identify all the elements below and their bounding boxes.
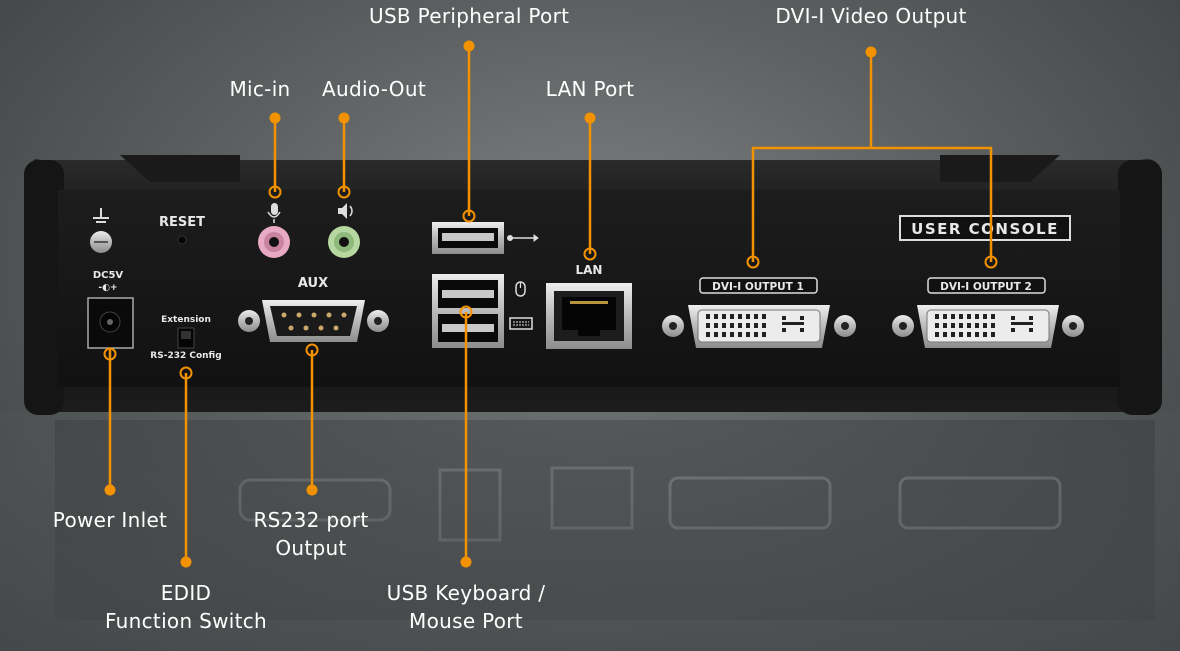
aux-label: AUX	[298, 276, 328, 291]
reflection-fade	[0, 410, 1180, 651]
microphone-icon	[267, 203, 281, 223]
dc-polarity-icon: -◐+	[98, 283, 117, 293]
extension-label: Extension	[161, 315, 211, 325]
callout-usb-keyboard-mouse: USB Keyboard /Mouse Port	[386, 581, 546, 633]
callout-dvi-output: DVI-I Video Output	[775, 4, 967, 28]
dvi-output-2-label-box: DVI-I OUTPUT 2	[927, 277, 1046, 294]
dvi-output-1-label-box: DVI-I OUTPUT 1	[699, 277, 818, 294]
dvi-output-2-connector[interactable]	[892, 305, 1084, 348]
dvi-output-1-connector[interactable]	[662, 305, 856, 348]
callout-power-inlet: Power Inlet	[52, 508, 168, 532]
usb-keyboard-mouse-ports[interactable]	[432, 274, 504, 348]
user-console-label: USER CONSOLE	[911, 220, 1059, 238]
usb-icon	[507, 234, 539, 242]
rs232-config-label: RS-232 Config	[150, 351, 221, 361]
power-inlet-jack[interactable]	[87, 297, 134, 349]
rs232-db9-connector[interactable]	[238, 300, 389, 342]
callout-lan-port: LAN Port	[545, 77, 635, 101]
usb-peripheral-port[interactable]	[432, 222, 504, 254]
callout-mic-in: Mic-in	[229, 77, 291, 101]
audio-out-jack[interactable]	[328, 226, 360, 258]
callout-lines	[108, 46, 993, 562]
lan-rj45-port[interactable]	[546, 283, 632, 349]
callout-audio-out: Audio-Out	[322, 77, 426, 101]
callout-dots	[103, 40, 998, 568]
speaker-icon	[338, 203, 353, 219]
dc5v-label: DC5V	[93, 270, 124, 281]
ground-screw-icon	[90, 208, 112, 253]
dvi-output-2-label: DVI-I OUTPUT 2	[940, 281, 1032, 293]
keyboard-icon	[509, 317, 533, 330]
callout-usb-peripheral: USB Peripheral Port	[369, 4, 570, 28]
dvi-output-1-label: DVI-I OUTPUT 1	[712, 281, 804, 293]
user-console-badge: USER CONSOLE	[899, 215, 1071, 241]
reset-button[interactable]	[177, 235, 187, 245]
mic-in-jack[interactable]	[258, 226, 290, 258]
mouse-icon	[515, 281, 526, 297]
reset-label: RESET	[159, 215, 205, 230]
lan-label: LAN	[576, 263, 603, 277]
edid-switch-knob[interactable]	[181, 331, 191, 339]
